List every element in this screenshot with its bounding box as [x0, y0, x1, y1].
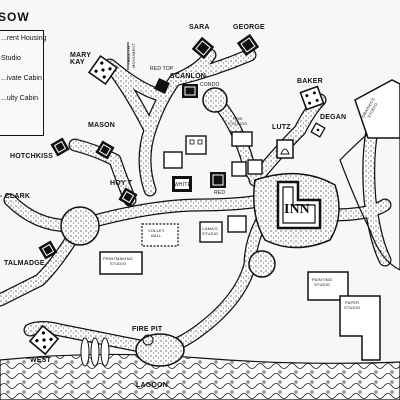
label-volley-ball: VOLLEY BALL — [148, 228, 165, 238]
sara-cabin — [191, 36, 215, 60]
printmaking-studio-building — [99, 251, 143, 275]
label-lutz: LUTZ — [272, 124, 291, 131]
label-inn: INN — [284, 202, 310, 217]
label-hotchkiss: HOTCHKISS — [10, 153, 54, 160]
hoyt-cabin — [118, 187, 138, 207]
talmadge-cabin — [38, 240, 58, 260]
legend-student-housing: ...rent Housing — [1, 35, 47, 42]
map-legend: ...rent Housing Studio ...ivate Cabin ..… — [0, 30, 47, 136]
lutz-building — [276, 139, 294, 159]
viet-studios — [163, 151, 183, 169]
label-talmadge: TALMADGE — [4, 260, 45, 267]
label-red-top: RED TOP — [150, 66, 174, 72]
fire-pit-area — [135, 333, 185, 367]
label-printmaking-studio: PRINTMAKING STUDIO — [103, 256, 133, 266]
paper-studio-building — [339, 295, 381, 361]
convent-studios — [185, 135, 207, 155]
label-scanlon: SCANLON — [170, 73, 207, 80]
blue-building — [231, 161, 247, 177]
label-white: WHITE — [174, 182, 192, 188]
lagoon-water — [0, 353, 400, 400]
george-cabin — [236, 33, 260, 57]
red-top-cabin — [154, 78, 170, 94]
label-trail: TRAIL TO MONUMENT — [126, 42, 136, 68]
legend-faculty-cabin: ...ulty Cabin — [1, 95, 38, 102]
north-plaza — [202, 87, 228, 113]
label-mary-kay: MARY KAY — [70, 52, 92, 66]
rob-studios-building — [231, 131, 253, 147]
label-rob-studios: ROB STUDIOS — [228, 116, 248, 126]
purple-building — [247, 159, 263, 175]
lamas-studio-building — [199, 221, 223, 243]
label-hoyt: HOY T — [110, 180, 133, 187]
label-clark: - CLARK — [0, 193, 31, 200]
label-paper-studio: PAPER STUDIO — [344, 300, 361, 310]
legend-private-cabin: ...ivate Cabin — [1, 75, 42, 82]
legend-studio: Studio — [1, 55, 21, 62]
white-building — [172, 176, 192, 192]
label-condo: CONDO — [200, 82, 220, 88]
label-degan: DEGAN — [320, 114, 347, 121]
mason-cabin — [95, 140, 115, 160]
label-george: GEORGE — [233, 24, 265, 31]
west-cabin — [28, 324, 60, 356]
condo-building — [182, 84, 198, 98]
label-painting-studio: PAINTING STUDIO — [312, 277, 333, 287]
south-plaza — [248, 250, 276, 278]
label-mason: MASON — [88, 122, 116, 129]
fire-pit-mark — [142, 334, 154, 346]
label-west: WEST — [30, 357, 52, 364]
degan-cabin — [310, 122, 326, 138]
label-red: RED — [214, 190, 226, 196]
label-fire-pit: FIRE PIT — [132, 326, 163, 333]
baker-cabin — [299, 85, 325, 111]
label-sara: SARA — [189, 24, 210, 31]
graphics-studio-building — [354, 79, 400, 139]
label-lamas-studio: LAMA'S STUDIO — [202, 226, 219, 236]
label-baker: BAKER — [297, 78, 323, 85]
west-plaza — [60, 206, 100, 246]
hotchkiss-cabin — [50, 137, 70, 157]
map-title: SOW — [0, 10, 30, 24]
red-building — [210, 172, 226, 188]
label-lagoon: LAGOON — [136, 382, 168, 389]
sol-studio-building — [227, 215, 247, 233]
mary-kay-cabin — [87, 54, 119, 86]
volley-ball-court — [141, 223, 179, 247]
